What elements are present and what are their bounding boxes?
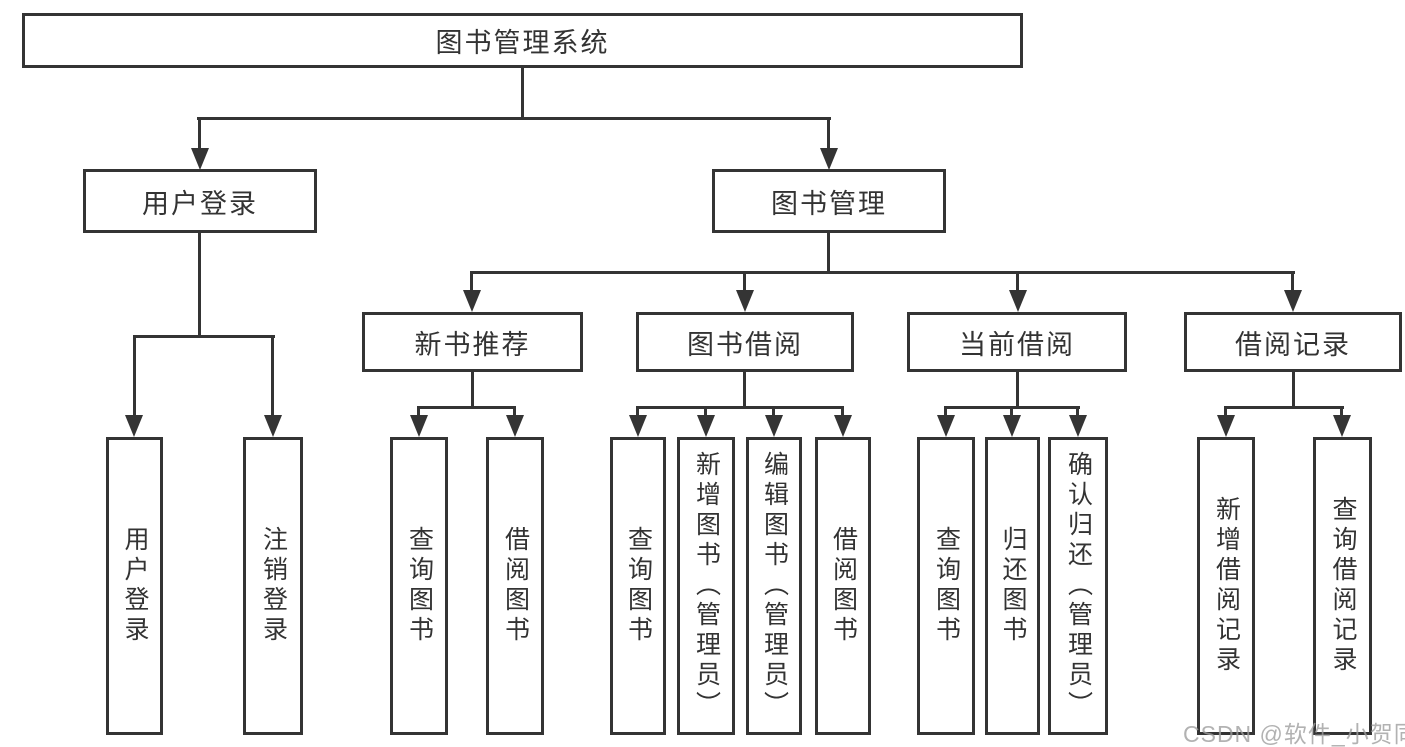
node-library-management-system: 图书管理系统	[22, 13, 1023, 68]
leaf-user-login-label: 用户登录	[121, 526, 149, 646]
leaf-bb-borrow-books: 借阅图书	[815, 437, 871, 735]
connector-drop-current-borrowing	[1016, 271, 1019, 292]
connector-bb-stem	[743, 370, 746, 408]
arrow-down-icon	[937, 415, 955, 437]
leaf-bb-borrow-books-label: 借阅图书	[829, 526, 858, 646]
connector-drop-logout-leaf	[271, 335, 274, 417]
leaf-bb-edit-books-admin: 编辑图书（管理员）	[746, 437, 802, 735]
leaf-nb-query-books: 查询图书	[390, 437, 448, 735]
connector-drop-bb-borrow	[841, 406, 844, 417]
connector-bb-branch	[637, 406, 844, 409]
leaf-logout-label: 注销登录	[259, 526, 288, 646]
node-book-borrowing: 图书借阅	[636, 312, 854, 372]
leaf-cb-confirm-return-admin-label: 确认归还（管理员）	[1064, 451, 1093, 721]
arrow-down-icon	[1009, 290, 1027, 312]
node-new-book-recommend-label: 新书推荐	[414, 329, 531, 360]
connector-root-stem	[521, 68, 524, 118]
connector-root-branch	[197, 117, 831, 120]
node-current-borrowing-label: 当前借阅	[959, 329, 1075, 360]
arrow-down-icon	[765, 415, 783, 437]
arrow-down-icon	[629, 415, 647, 437]
leaf-nb-borrow-books-label: 借阅图书	[501, 526, 530, 646]
connector-drop-bb-add	[704, 406, 707, 417]
connector-drop-cb-confirm	[1076, 406, 1079, 417]
arrow-down-icon	[736, 290, 754, 312]
arrow-down-icon	[191, 148, 209, 170]
arrow-down-icon	[463, 290, 481, 312]
arrow-down-icon	[697, 415, 715, 437]
connector-br-stem	[1292, 370, 1295, 408]
node-book-borrowing-label: 图书借阅	[687, 329, 803, 360]
leaf-cb-query-books: 查询图书	[917, 437, 975, 735]
leaf-nb-borrow-books: 借阅图书	[486, 437, 544, 735]
connector-drop-new-book	[470, 271, 473, 292]
connector-drop-br-query	[1340, 406, 1343, 417]
leaf-nb-query-books-label: 查询图书	[405, 526, 434, 646]
leaf-cb-return-books: 归还图书	[985, 437, 1040, 735]
connector-drop-nb-borrow	[513, 406, 516, 417]
connector-drop-cb-query	[944, 406, 947, 417]
connector-mgmt-stem	[827, 232, 830, 273]
node-user-login: 用户登录	[83, 169, 317, 233]
arrow-down-icon	[506, 415, 524, 437]
connector-drop-nb-query	[417, 406, 420, 417]
node-library-management-system-label: 图书管理系统	[435, 28, 610, 58]
leaf-br-query-record: 查询借阅记录	[1313, 437, 1372, 735]
connector-drop-user-login	[198, 117, 201, 150]
connector-mgmt-branch	[471, 271, 1295, 274]
connector-drop-bb-query	[636, 406, 639, 417]
arrow-down-icon	[834, 415, 852, 437]
leaf-cb-query-books-label: 查询图书	[932, 526, 961, 646]
leaf-br-add-record-label: 新增借阅记录	[1212, 496, 1241, 676]
leaf-bb-query-books: 查询图书	[610, 437, 666, 735]
arrow-down-icon	[1333, 415, 1351, 437]
node-borrowing-records-label: 借阅记录	[1235, 329, 1351, 360]
arrow-down-icon	[1069, 415, 1087, 437]
leaf-bb-add-books-admin: 新增图书（管理员）	[677, 437, 735, 735]
node-book-management-label: 图书管理	[771, 188, 887, 219]
leaf-br-query-record-label: 查询借阅记录	[1329, 496, 1357, 676]
connector-login-branch	[133, 335, 275, 338]
leaf-bb-add-books-admin-label: 新增图书（管理员）	[692, 451, 721, 721]
leaf-bb-query-books-label: 查询图书	[624, 526, 653, 646]
arrow-down-icon	[1003, 415, 1021, 437]
connector-nb-stem	[471, 370, 474, 408]
leaf-cb-return-books-label: 归还图书	[999, 526, 1027, 646]
arrow-down-icon	[264, 415, 282, 437]
connector-cb-stem	[1016, 370, 1019, 408]
arrow-down-icon	[125, 415, 143, 437]
connector-drop-login-leaf	[133, 335, 136, 417]
connector-drop-cb-return	[1010, 406, 1013, 417]
leaf-user-login: 用户登录	[106, 437, 163, 735]
arrow-down-icon	[410, 415, 428, 437]
watermark: CSDN @软件_小贺同学	[1183, 721, 1405, 747]
connector-nb-branch	[418, 406, 516, 409]
node-current-borrowing: 当前借阅	[907, 312, 1127, 372]
node-borrowing-records: 借阅记录	[1184, 312, 1402, 372]
connector-br-branch	[1225, 406, 1344, 409]
connector-drop-br-add	[1224, 406, 1227, 417]
leaf-br-add-record: 新增借阅记录	[1197, 437, 1255, 735]
arrow-down-icon	[1284, 290, 1302, 312]
leaf-cb-confirm-return-admin: 确认归还（管理员）	[1048, 437, 1108, 735]
connector-login-stem	[198, 232, 201, 338]
connector-drop-borrow-records	[1291, 271, 1294, 292]
node-user-login-label: 用户登录	[142, 188, 258, 219]
node-new-book-recommend: 新书推荐	[362, 312, 583, 372]
connector-drop-bb-edit	[772, 406, 775, 417]
connector-drop-book-management	[827, 117, 830, 150]
arrow-down-icon	[820, 148, 838, 170]
connector-drop-book-borrowing	[743, 271, 746, 292]
arrow-down-icon	[1217, 415, 1235, 437]
leaf-bb-edit-books-admin-label: 编辑图书（管理员）	[760, 451, 789, 721]
node-book-management: 图书管理	[712, 169, 946, 233]
leaf-logout: 注销登录	[243, 437, 303, 735]
